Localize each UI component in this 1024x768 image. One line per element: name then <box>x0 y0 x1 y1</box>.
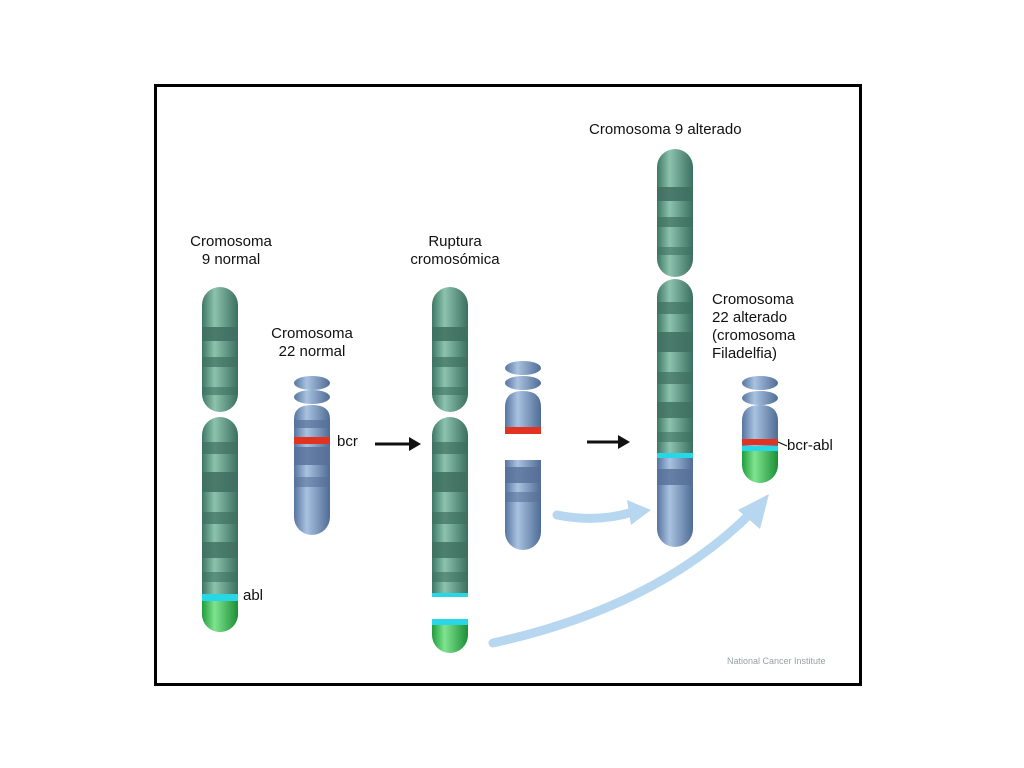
label-line: 22 alterado <box>712 309 788 326</box>
bcr-marker <box>294 437 330 444</box>
label-line: Cromosoma <box>190 233 272 250</box>
arrow-blue-transfer-2 <box>488 494 769 648</box>
chromosome-22-normal <box>294 376 330 535</box>
label-line: Filadelfia) <box>712 345 778 362</box>
label-line: Cromosoma <box>712 291 794 308</box>
arrow-black-2 <box>587 435 630 449</box>
chromosome-9-normal <box>202 287 238 632</box>
abl-marker <box>202 594 238 601</box>
label-bcr-abl: bcr-abl <box>787 437 833 454</box>
arrow-black-1 <box>375 437 421 451</box>
label-chr9-altered: Cromosoma 9 alterado <box>589 121 742 138</box>
label-line: cromosómica <box>410 251 500 268</box>
label-chr22-altered: Cromosoma 22 alterado (cromosoma Filadel… <box>712 291 795 363</box>
label-chr9-normal: Cromosoma 9 normal <box>171 233 291 269</box>
label-line: 22 normal <box>278 343 346 360</box>
label-line: 9 normal <box>201 251 261 268</box>
diagram-frame: Cromosoma 9 normal Cromosoma 22 normal b… <box>154 84 862 686</box>
label-line: Cromosoma <box>271 325 353 342</box>
label-abl: abl <box>243 587 264 604</box>
chromosome-9-broken <box>432 287 468 653</box>
label-break: Ruptura cromosómica <box>395 233 515 269</box>
credit-text: National Cancer Institute <box>727 656 826 666</box>
label-bcr: bcr <box>337 433 358 450</box>
label-line: (cromosoma <box>712 327 796 344</box>
chromosome-diagram <box>202 149 788 653</box>
label-line: Ruptura <box>428 233 482 250</box>
chromosome-9-altered <box>657 149 693 547</box>
arrow-blue-transfer-1 <box>552 500 651 525</box>
label-chr22-normal: Cromosoma 22 normal <box>257 325 367 361</box>
chromosome-22-philadelphia <box>742 376 788 483</box>
chromosome-22-broken <box>505 361 541 550</box>
bcr-abl-marker <box>742 439 778 445</box>
abl-fragment <box>432 619 468 653</box>
